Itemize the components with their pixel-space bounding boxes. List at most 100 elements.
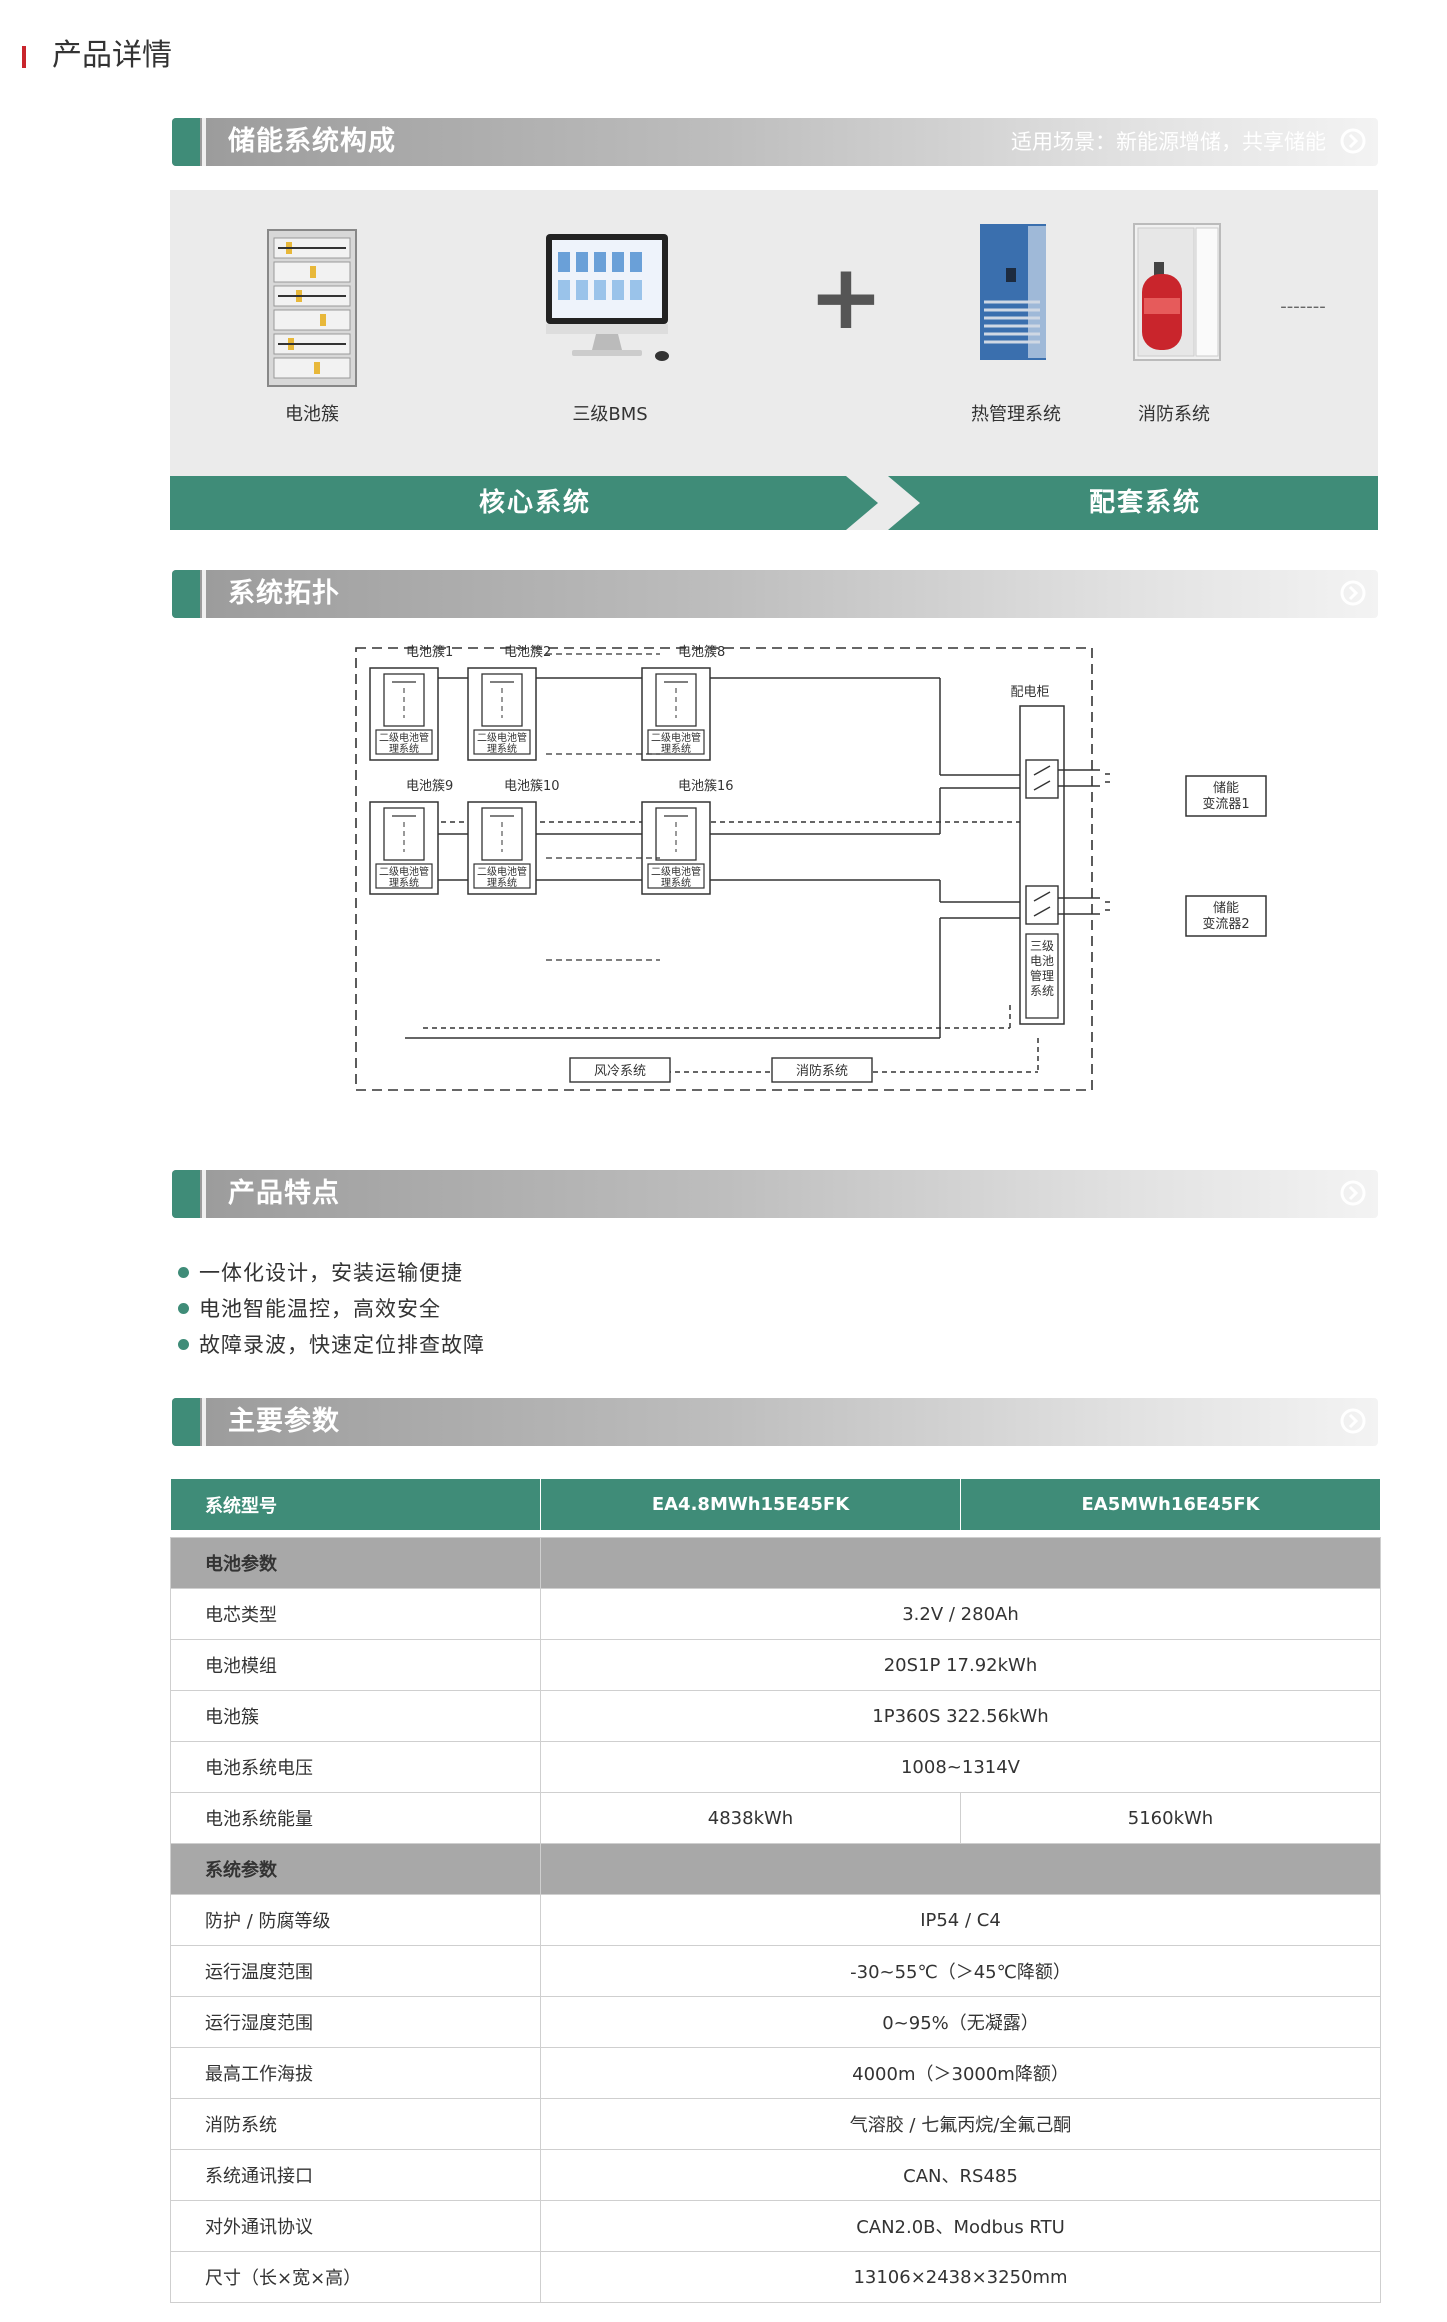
- feature-item: 故障录波，快速定位排查故障: [178, 1330, 485, 1360]
- param-label: 运行湿度范围: [170, 1996, 541, 2048]
- table-row: 运行温度范围-30~55℃（＞45℃降额）: [170, 1945, 1381, 1997]
- feature-text: 一体化设计，安装运输便捷: [199, 1261, 463, 1285]
- pcs2-line: 储能: [1213, 901, 1239, 916]
- section-accent-stripe: [202, 570, 206, 618]
- level3-line: 系统: [1030, 984, 1054, 998]
- group-fill: [540, 1537, 1381, 1589]
- level2-bms-box: [647, 863, 705, 889]
- group-fill: [540, 1843, 1381, 1895]
- bms-line: 二级电池管: [477, 731, 527, 744]
- fire-cabinet-icon: [1133, 223, 1221, 361]
- param-value: 20S1P 17.92kWh: [540, 1639, 1381, 1691]
- header-model: 系统型号: [170, 1478, 541, 1531]
- cooling-box: [569, 1057, 671, 1083]
- header-model-b: EA5MWh16E45FK: [960, 1478, 1381, 1531]
- cluster-label: 电池簇1: [406, 645, 453, 660]
- param-label: 系统通讯接口: [170, 2149, 541, 2201]
- section-title-params: 主要参数: [228, 1406, 340, 1437]
- monitor-icon: [546, 234, 669, 361]
- topology-diagram: 电池簇1二级电池管理系统电池簇2二级电池管理系统电池簇8二级电池管理系统电池簇9…: [355, 645, 1110, 1091]
- param-value: 4838kWh: [540, 1792, 961, 1844]
- heading-marker: [22, 46, 26, 68]
- bms-line: 理系统: [487, 742, 517, 755]
- cluster-ellipsis: [546, 653, 660, 961]
- plus-sign: +: [808, 245, 884, 350]
- bullet-icon: [178, 1302, 189, 1314]
- cluster-label: 电池簇10: [504, 779, 560, 794]
- label-fire: 消防系统: [1138, 404, 1210, 425]
- aux-systems: 风冷系统 消防系统: [569, 1057, 873, 1083]
- param-value: IP54 / C4: [540, 1894, 1381, 1946]
- section-accent-stripe: [202, 1398, 206, 1446]
- pcs1-line: 变流器1: [1202, 796, 1249, 812]
- section-accent: [172, 1170, 200, 1218]
- label-bms: 三级BMS: [572, 404, 648, 425]
- section-title-features: 产品特点: [228, 1178, 340, 1209]
- bullet-icon: [178, 1266, 189, 1278]
- bms-line: 二级电池管: [379, 731, 429, 744]
- arrow-circle-icon[interactable]: [1340, 580, 1366, 606]
- param-label: 电芯类型: [170, 1588, 541, 1640]
- bms-line: 理系统: [487, 876, 517, 889]
- spec-table: 系统型号 EA4.8MWh15E45FK EA5MWh16E45FK 电池参数 …: [170, 1478, 1381, 2303]
- param-label: 尺寸（长×宽×高）: [170, 2251, 541, 2303]
- level3-line: 管理: [1030, 968, 1054, 983]
- level2-bms-box: [375, 863, 433, 889]
- param-label: 电池簇: [170, 1690, 541, 1742]
- param-value: 气溶胶 / 七氟丙烷/全氟己酮: [540, 2098, 1381, 2150]
- cooling-cabinet-icon: [980, 224, 1046, 360]
- table-row: 消防系统气溶胶 / 七氟丙烷/全氟己酮: [170, 2098, 1381, 2150]
- arrow-circle-icon[interactable]: [1340, 128, 1366, 154]
- level3-line: 电池: [1030, 954, 1054, 968]
- param-label: 对外通讯协议: [170, 2200, 541, 2252]
- param-label: 电池系统电压: [170, 1741, 541, 1793]
- param-label: 电池模组: [170, 1639, 541, 1691]
- bms-line: 二级电池管: [379, 865, 429, 878]
- arrow-circle-icon[interactable]: [1340, 1180, 1366, 1206]
- pcs1-line: 储能: [1213, 781, 1239, 796]
- feature-text: 故障录波，快速定位排查故障: [199, 1333, 485, 1357]
- bms-line: 理系统: [389, 876, 419, 889]
- label-battery-cluster: 电池簇: [285, 404, 339, 425]
- feature-item: 一体化设计，安装运输便捷: [178, 1258, 463, 1288]
- more-ellipsis: -------: [1280, 296, 1326, 317]
- group-battery-label: 电池参数: [170, 1537, 541, 1589]
- level2-bms-box: [375, 729, 433, 755]
- arrow-circle-icon[interactable]: [1340, 1408, 1366, 1434]
- cluster-label: 电池簇16: [678, 779, 734, 794]
- bms-line: 理系统: [661, 876, 691, 889]
- table-row: 尺寸（长×宽×高）13106×2438×3250mm: [170, 2251, 1381, 2303]
- table-header-row: 系统型号 EA4.8MWh15E45FK EA5MWh16E45FK: [170, 1478, 1381, 1531]
- section-header-topology: 系统拓扑: [172, 570, 1378, 618]
- section-accent: [172, 570, 200, 618]
- bms-line: 二级电池管: [477, 865, 527, 878]
- composition-panel: 电池簇 三级BMS + 热管理系统 消防系统 ------- 核心系统 配套: [170, 190, 1378, 530]
- pcs1-box: [1185, 775, 1267, 817]
- section-header-composition: 储能系统构成 适用场景：新能源增储，共享储能: [172, 118, 1378, 166]
- param-value: 5160kWh: [960, 1792, 1381, 1844]
- bottom-row: [405, 879, 1039, 1073]
- switch-icon: [1025, 759, 1059, 925]
- param-value: 3.2V / 280Ah: [540, 1588, 1381, 1640]
- fire-label: 消防系统: [796, 1063, 848, 1079]
- system-band: [170, 476, 1378, 530]
- battery-rack-icon: [267, 229, 357, 387]
- bullet-icon: [178, 1338, 189, 1350]
- pcs2-line: 变流器2: [1202, 916, 1249, 932]
- param-value: 1008~1314V: [540, 1741, 1381, 1793]
- feature-text: 电池智能温控，高效安全: [199, 1297, 441, 1321]
- param-value: 1P360S 322.56kWh: [540, 1690, 1381, 1742]
